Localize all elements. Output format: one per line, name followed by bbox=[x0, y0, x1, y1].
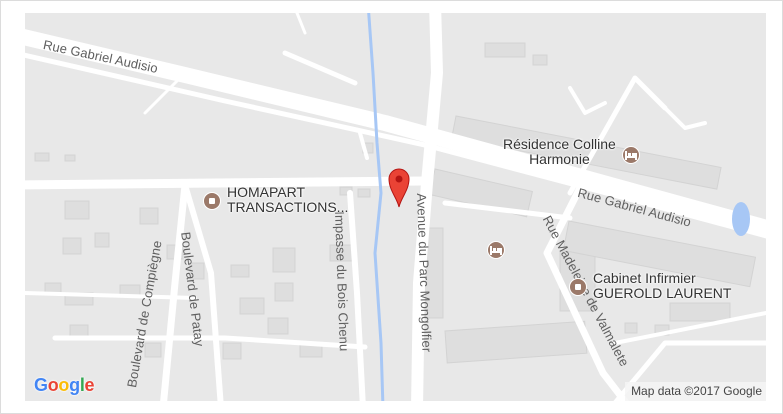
poi-name-line2: TRANSACTIONS... bbox=[227, 199, 349, 215]
pond bbox=[732, 202, 750, 236]
map-canvas[interactable]: Rue Gabriel Audisio Rue Gabriel Audisio … bbox=[25, 13, 766, 401]
business-icon bbox=[569, 278, 587, 296]
roads bbox=[25, 13, 766, 401]
map-attribution[interactable]: Map data ©2017 Google bbox=[625, 382, 766, 401]
poi-cabinet-infirmier[interactable]: Cabinet Infirmier GUEROLD LAURENT bbox=[569, 271, 731, 301]
hotel-icon bbox=[621, 146, 640, 164]
stream bbox=[367, 13, 385, 401]
poi-name-line2: Harmonie bbox=[529, 151, 590, 167]
buildings bbox=[34, 42, 757, 364]
hotel-icon[interactable] bbox=[487, 241, 505, 259]
poi-name-line2: GUEROLD LAURENT bbox=[593, 285, 732, 301]
poi-homapart-transactions[interactable]: HOMAPART TRANSACTIONS... bbox=[203, 185, 348, 215]
poi-name-line1: Résidence Colline bbox=[503, 136, 616, 152]
poi-name-line1: Cabinet Infirmier bbox=[593, 270, 696, 286]
poi-label: Cabinet Infirmier GUEROLD LAURENT bbox=[593, 271, 731, 301]
business-icon bbox=[203, 192, 221, 210]
poi-label: HOMAPART TRANSACTIONS... bbox=[227, 185, 348, 215]
location-pin-icon[interactable] bbox=[388, 168, 410, 208]
poi-residence-colline-harmonie[interactable]: Résidence Colline Harmonie bbox=[503, 137, 640, 167]
poi-name-line1: HOMAPART bbox=[227, 184, 306, 200]
map-base-layer bbox=[25, 13, 766, 401]
poi-label: Résidence Colline Harmonie bbox=[503, 137, 616, 167]
google-logo[interactable]: Google bbox=[34, 375, 95, 395]
